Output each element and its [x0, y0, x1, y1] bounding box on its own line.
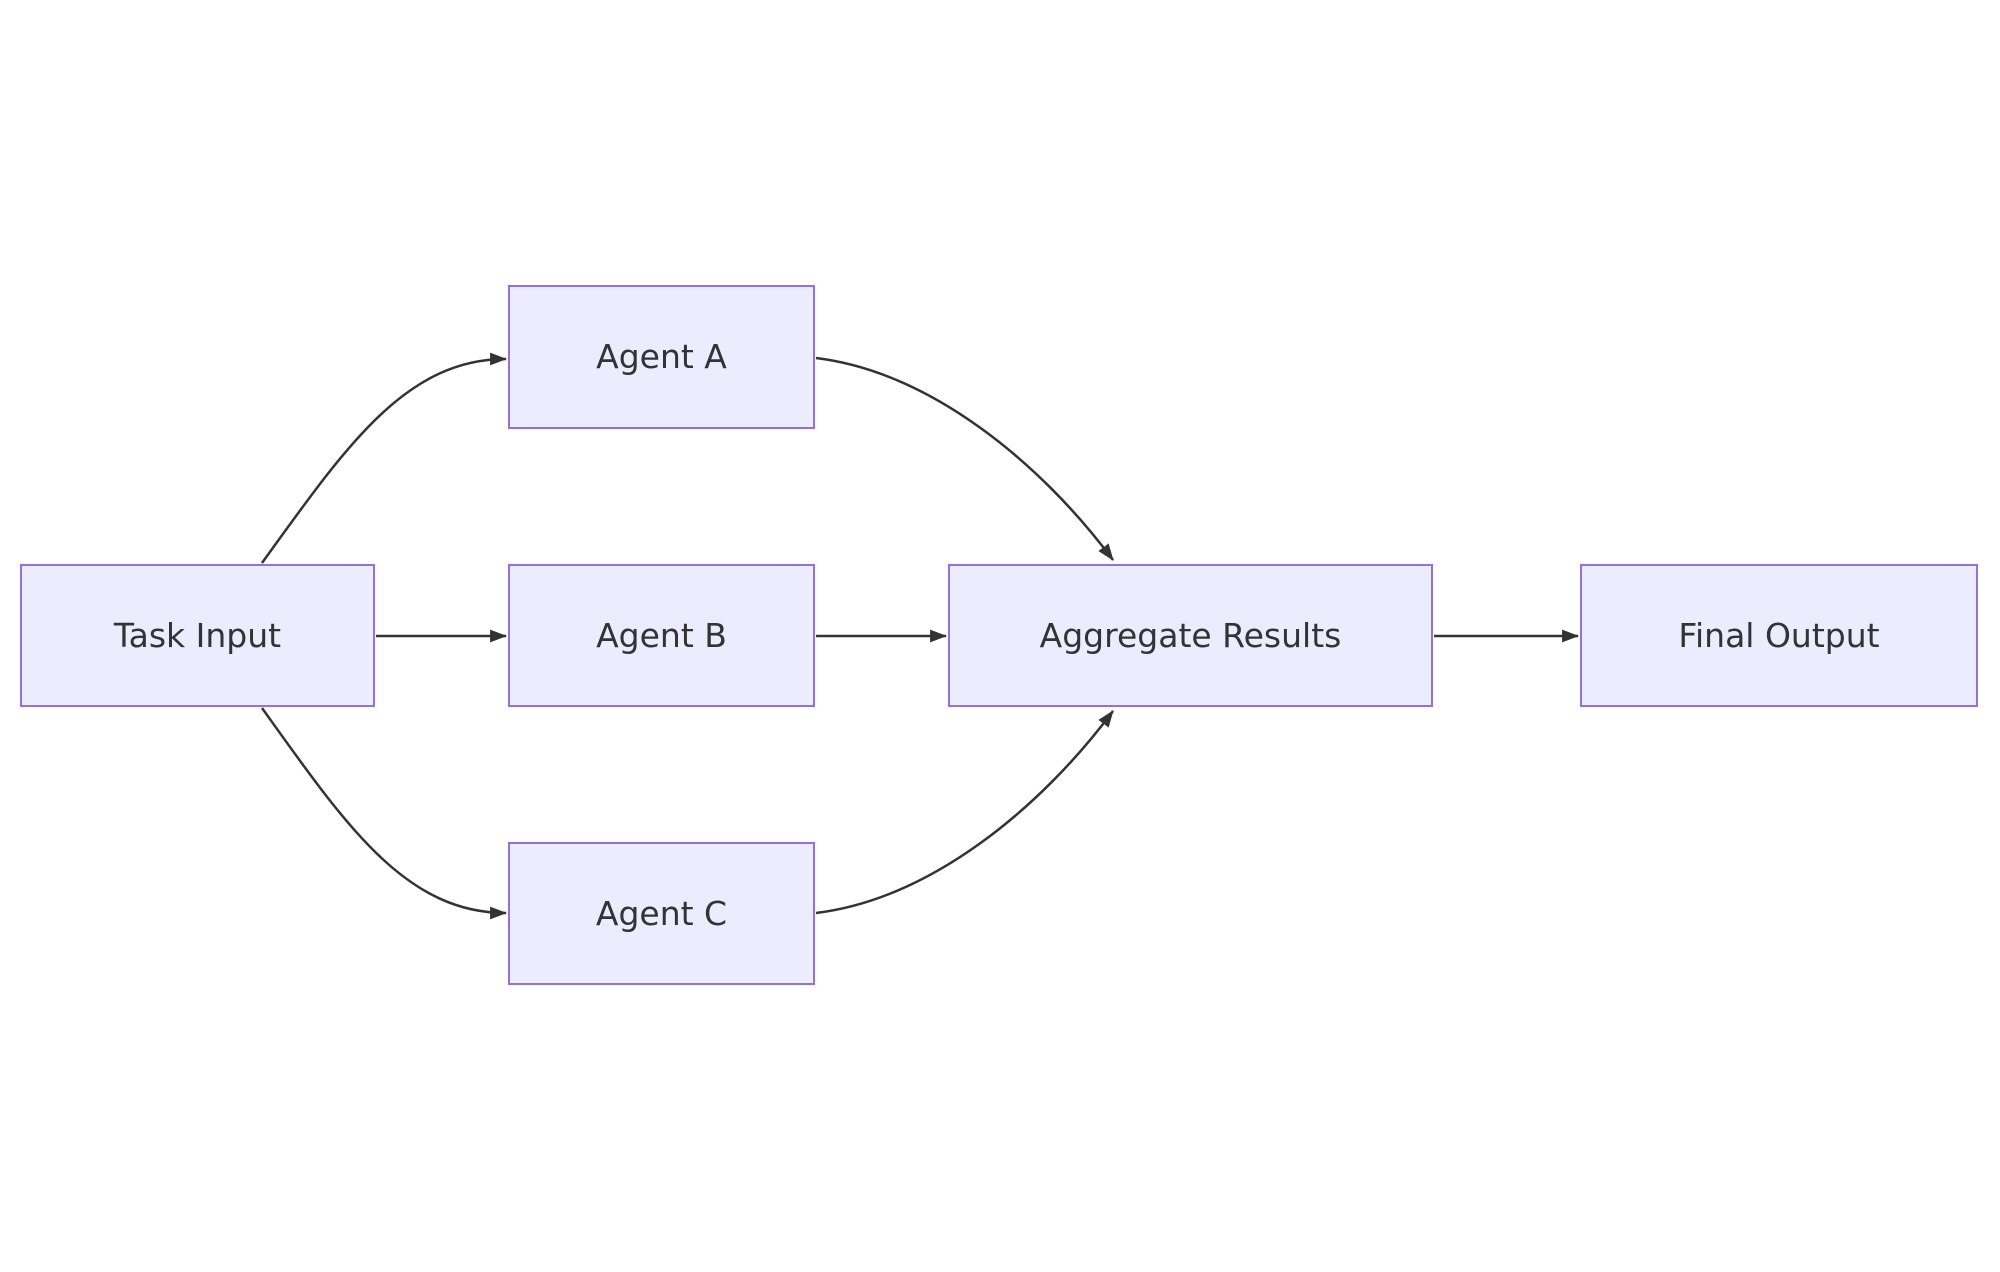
node-task-input: Task Input: [20, 564, 375, 707]
node-agent-c-label: Agent C: [595, 893, 728, 933]
edge-task-input-to-agent-c: [260, 707, 508, 920]
node-aggregate-results: Aggregate Results: [948, 564, 1433, 707]
node-agent-a-label: Agent A: [596, 337, 727, 377]
node-final-output-label: Final Output: [1678, 615, 1880, 655]
node-agent-c: Agent C: [508, 842, 815, 985]
node-aggregate-results-label: Aggregate Results: [1039, 615, 1342, 655]
node-final-output: Final Output: [1580, 564, 1978, 707]
node-agent-b: Agent B: [508, 564, 815, 707]
node-agent-b-label: Agent B: [596, 615, 727, 655]
node-task-input-label: Task Input: [113, 615, 282, 655]
edge-agent-c-to-aggregate: [815, 710, 1115, 915]
node-agent-a: Agent A: [508, 285, 815, 429]
edge-task-input-to-agent-a: [260, 352, 508, 564]
edge-agent-a-to-aggregate: [815, 356, 1115, 561]
